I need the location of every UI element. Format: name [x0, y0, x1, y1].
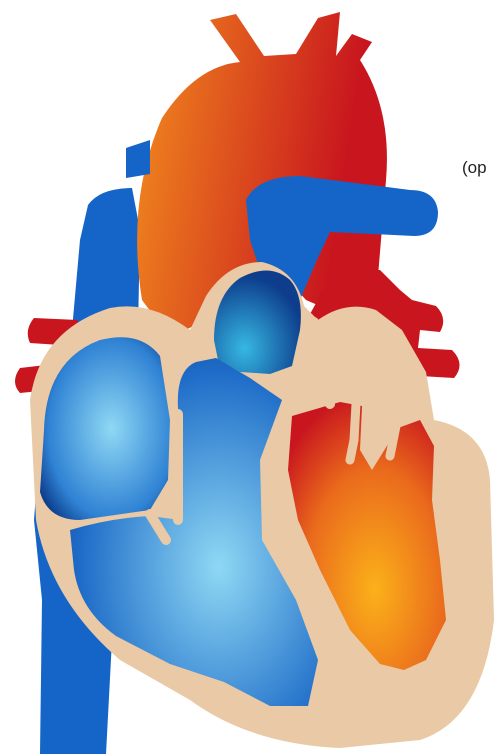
- caption-text: (op: [462, 158, 487, 178]
- superior-vena-cava: [126, 140, 150, 178]
